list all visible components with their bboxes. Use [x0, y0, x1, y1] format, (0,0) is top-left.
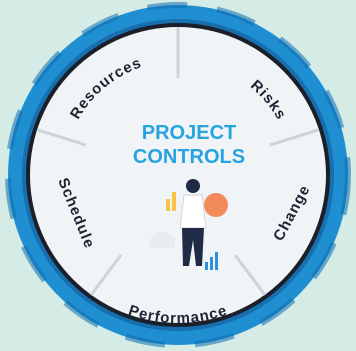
- cloud-shape: [150, 231, 175, 248]
- orange-dot-icon: [204, 193, 228, 217]
- person-head-icon: [186, 179, 200, 193]
- center-title-line1: PROJECT: [142, 122, 236, 144]
- person-torso-icon: [179, 194, 207, 229]
- person-illustration: [150, 179, 228, 270]
- small-chart-icon: [205, 262, 208, 270]
- yellow-bar-icon: [166, 199, 170, 211]
- wheel-face: [30, 27, 326, 323]
- segment-dividers: [37, 27, 319, 296]
- outer-ring-arrows: [5, 2, 351, 348]
- center-title-line2: CONTROLS: [133, 146, 245, 168]
- person-legs-icon: [182, 228, 204, 266]
